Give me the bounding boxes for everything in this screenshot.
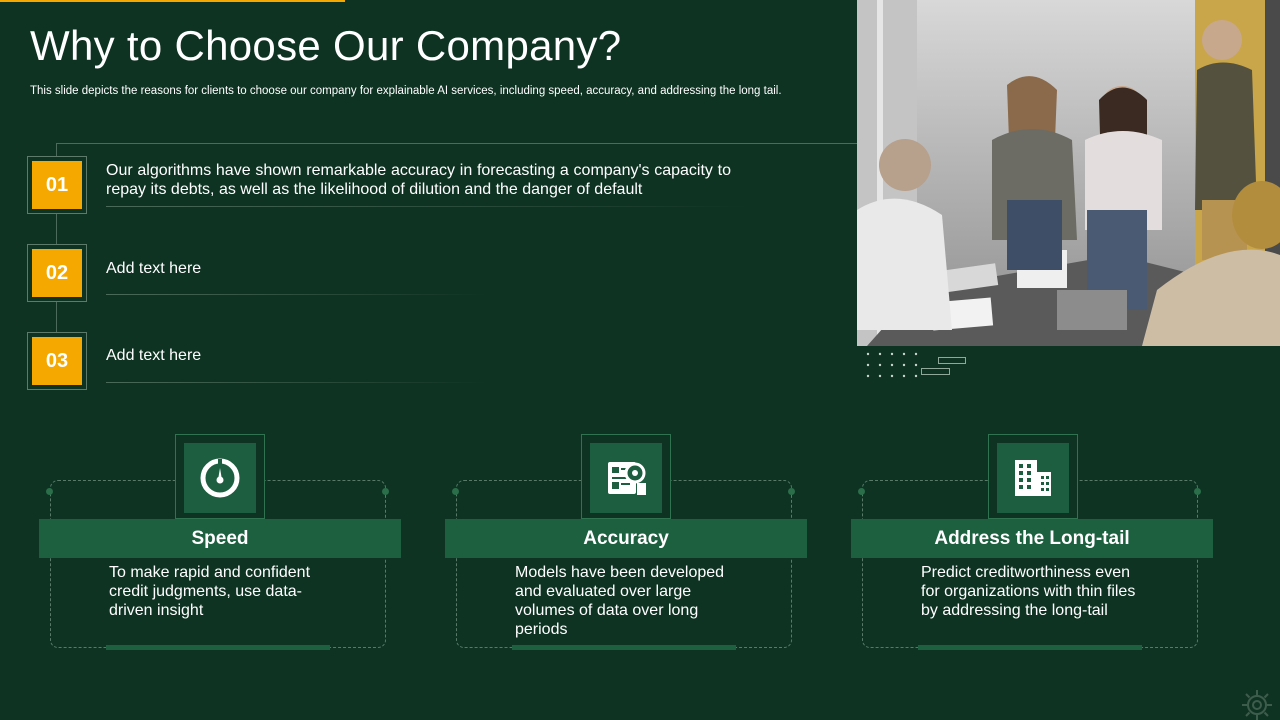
top-accent-bar: [0, 0, 345, 2]
card-dot-right-speed: [382, 488, 389, 495]
card-description-long-tail: Predict creditworthiness even for organi…: [921, 564, 1136, 619]
card-title-accuracy: Accuracy: [445, 519, 807, 558]
decorative-dot-grid: [866, 352, 918, 378]
card-description-speed: To make rapid and confident credit judgm…: [109, 564, 311, 619]
item-text-1: Our algorithms have shown remarkable acc…: [106, 162, 731, 198]
item-number-3: 03: [32, 337, 82, 385]
card-dot-right-long-tail: [1194, 488, 1201, 495]
item-divider-2: [106, 294, 486, 295]
card-dot-left-long-tail: [858, 488, 865, 495]
card-icon-frame-speed: [175, 434, 265, 519]
card-dot-left-speed: [46, 488, 53, 495]
item-divider-1: [106, 206, 746, 207]
card-bottom-bar-accuracy: [512, 645, 736, 650]
gear-icon: [1242, 690, 1272, 720]
card-description-accuracy: Models have been developed and evaluated…: [515, 564, 725, 638]
slide-subtitle: This slide depicts the reasons for clien…: [30, 85, 782, 97]
decorative-step-top: [938, 357, 966, 364]
team-meeting-photo: [857, 0, 1280, 346]
card-icon-frame-long-tail: [988, 434, 1078, 519]
card-bottom-bar-long-tail: [918, 645, 1142, 650]
decorative-step-bottom: [921, 368, 950, 375]
card-bottom-bar-speed: [106, 645, 330, 650]
item-text-3: Add text here: [106, 347, 202, 364]
speedometer-icon: [200, 458, 240, 498]
item-divider-3: [106, 382, 486, 383]
slide-title: Why to Choose Our Company?: [30, 22, 622, 69]
connector-line-horizontal: [56, 143, 858, 144]
card-title-long-tail: Address the Long-tail: [851, 519, 1213, 558]
card-dot-right-accuracy: [788, 488, 795, 495]
building-icon: [1015, 460, 1051, 496]
card-icon-frame-accuracy: [581, 434, 671, 519]
item-number-2: 02: [32, 249, 82, 297]
item-number-box-2: 02: [27, 244, 87, 302]
item-number-box-1: 01: [27, 156, 87, 214]
card-dot-left-accuracy: [452, 488, 459, 495]
item-text-2: Add text here: [106, 260, 202, 277]
card-title-speed: Speed: [39, 519, 401, 558]
data-analysis-icon: [608, 462, 646, 495]
item-number-box-3: 03: [27, 332, 87, 390]
item-number-1: 01: [32, 161, 82, 209]
